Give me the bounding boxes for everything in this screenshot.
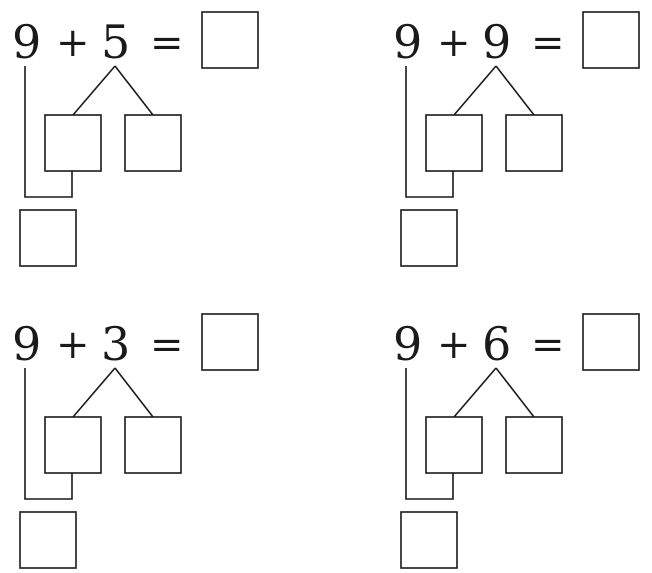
- addend-a: 9: [393, 15, 422, 69]
- addend-b: 3: [101, 317, 130, 371]
- make-ten-connector: [24, 368, 73, 500]
- ten-box[interactable]: [19, 511, 77, 569]
- split-box-right[interactable]: [124, 416, 182, 474]
- answer-box[interactable]: [201, 11, 259, 69]
- problem-2: 9 + 9 =: [393, 11, 640, 267]
- problem-4: 9 + 6 =: [393, 313, 640, 569]
- make-ten-connector: [405, 368, 454, 500]
- ten-box[interactable]: [400, 209, 458, 267]
- plus-sign: +: [56, 322, 90, 368]
- split-box-left[interactable]: [44, 416, 102, 474]
- split-box-left[interactable]: [44, 114, 102, 172]
- equals-sign: =: [150, 322, 184, 368]
- split-line-left: [453, 367, 497, 418]
- plus-sign: +: [437, 322, 471, 368]
- addend-a: 9: [12, 15, 41, 69]
- problem-1: 9 + 5 =: [12, 11, 259, 267]
- split-line-left: [453, 65, 497, 116]
- split-box-left[interactable]: [425, 114, 483, 172]
- plus-sign: +: [437, 20, 471, 66]
- split-line-right: [114, 65, 154, 116]
- addend-b: 9: [482, 15, 511, 69]
- split-line-right: [495, 367, 535, 418]
- split-box-right[interactable]: [505, 416, 563, 474]
- make-ten-connector: [405, 66, 454, 198]
- addend-a: 9: [12, 317, 41, 371]
- split-box-right[interactable]: [124, 114, 182, 172]
- split-line-right: [114, 367, 154, 418]
- split-box-right[interactable]: [505, 114, 563, 172]
- addend-a: 9: [393, 317, 422, 371]
- addend-b: 6: [482, 317, 511, 371]
- equals-sign: =: [150, 20, 184, 66]
- equals-sign: =: [531, 20, 565, 66]
- split-line-right: [495, 65, 535, 116]
- plus-sign: +: [56, 20, 90, 66]
- split-line-left: [72, 65, 116, 116]
- split-box-left[interactable]: [425, 416, 483, 474]
- make-ten-connector: [24, 66, 73, 198]
- equals-sign: =: [531, 322, 565, 368]
- ten-box[interactable]: [19, 209, 77, 267]
- answer-box[interactable]: [582, 313, 640, 371]
- ten-box[interactable]: [400, 511, 458, 569]
- answer-box[interactable]: [582, 11, 640, 69]
- answer-box[interactable]: [201, 313, 259, 371]
- addend-b: 5: [101, 15, 130, 69]
- split-line-left: [72, 367, 116, 418]
- problem-3: 9 + 3 =: [12, 313, 259, 569]
